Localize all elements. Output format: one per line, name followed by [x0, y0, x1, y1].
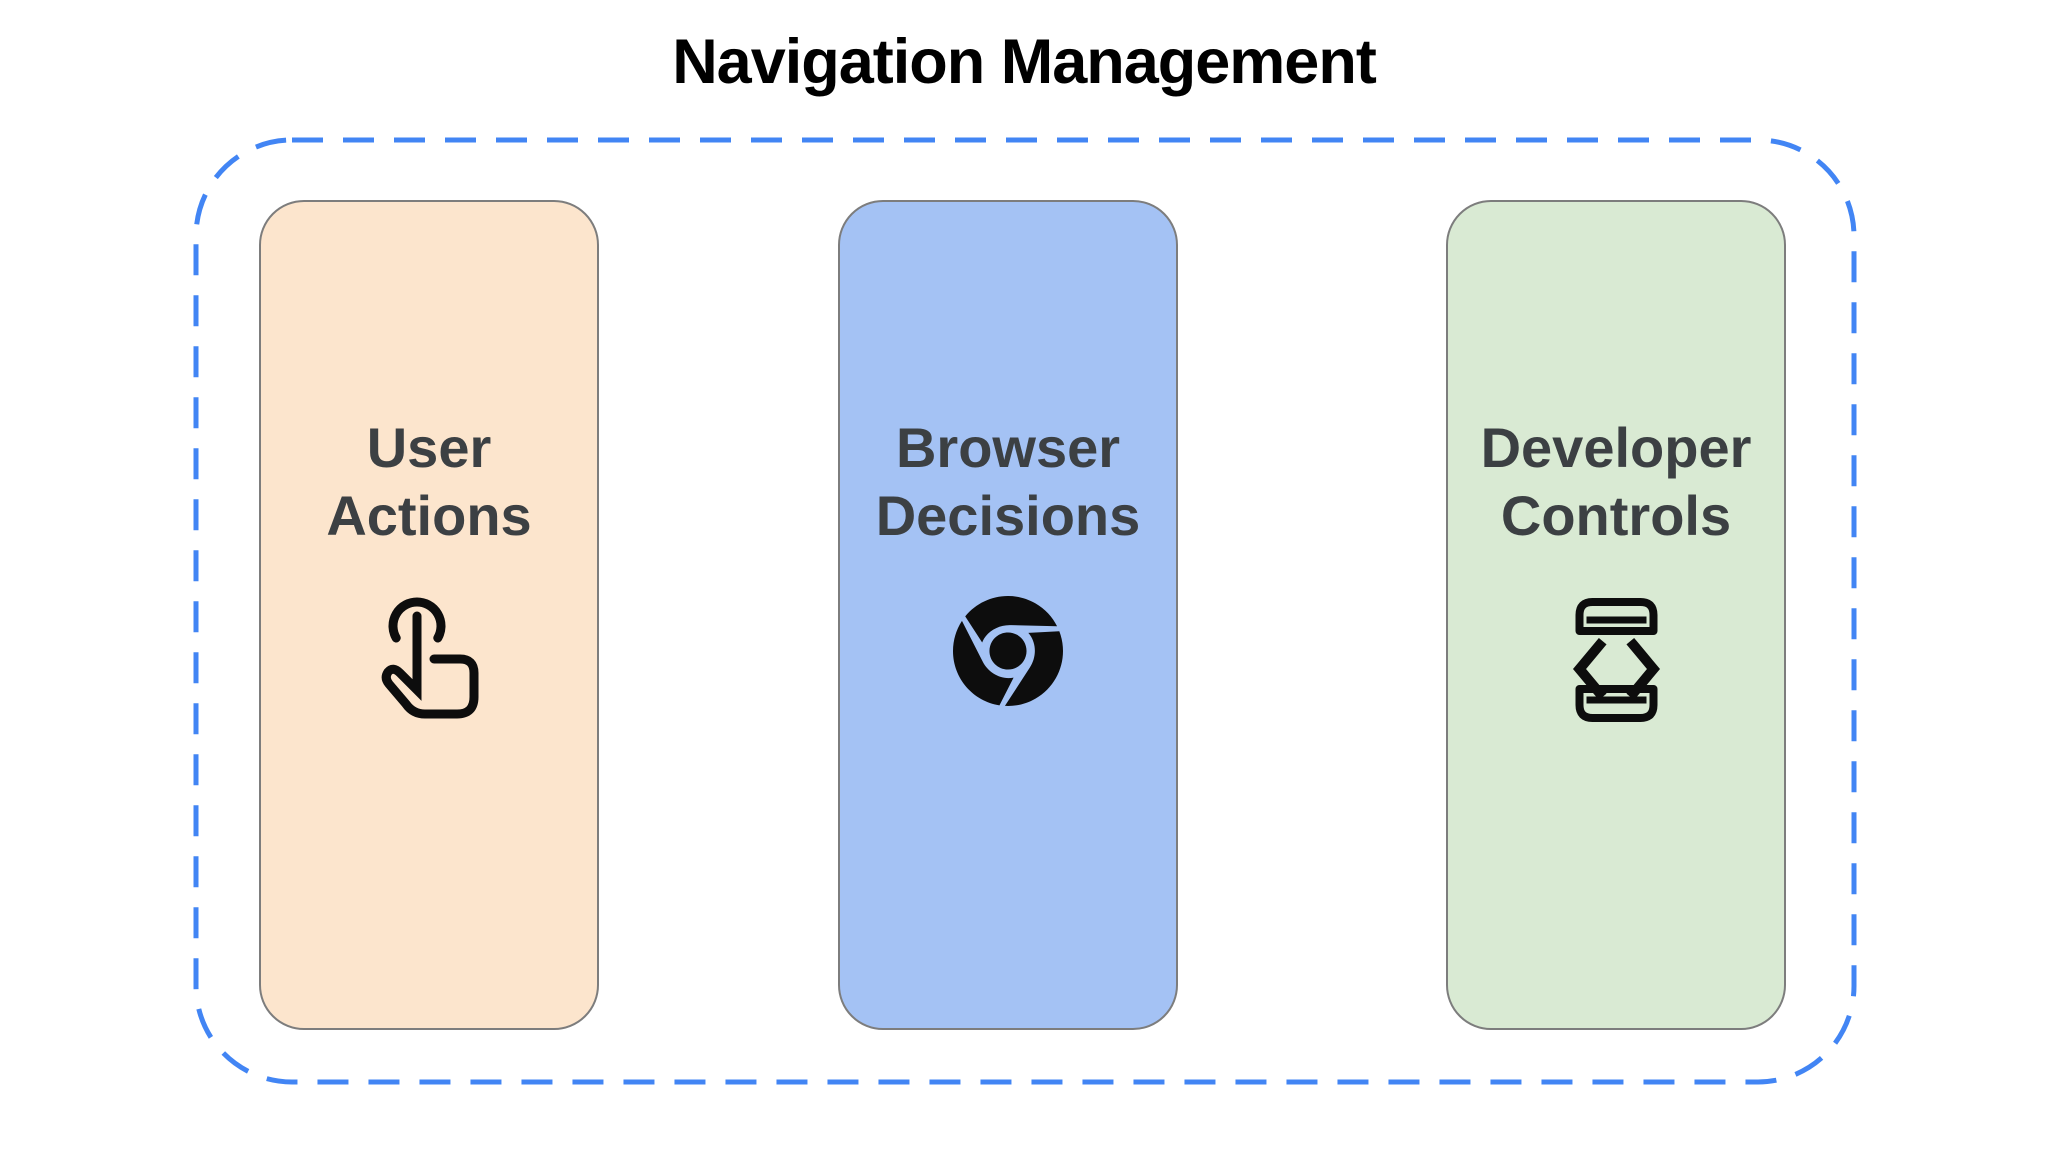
diagram-title: Navigation Management [672, 27, 1377, 97]
chrome-browser-icon [953, 594, 1063, 708]
card-browser-decisions: Browser Decisions [838, 200, 1178, 1030]
card-label: Developer Controls [1480, 416, 1752, 547]
dashed-group-container [193, 137, 1857, 1085]
tap-gesture-icon [377, 594, 481, 726]
developer-mode-icon [1566, 594, 1667, 726]
card-label: User Actions [326, 416, 532, 547]
card-user-actions: User Actions [259, 200, 599, 1030]
card-developer-controls: Developer Controls [1446, 200, 1786, 1030]
dashed-border [193, 137, 1857, 1085]
dashed-border-rect [193, 137, 1857, 1085]
card-label: Browser Decisions [875, 416, 1141, 547]
